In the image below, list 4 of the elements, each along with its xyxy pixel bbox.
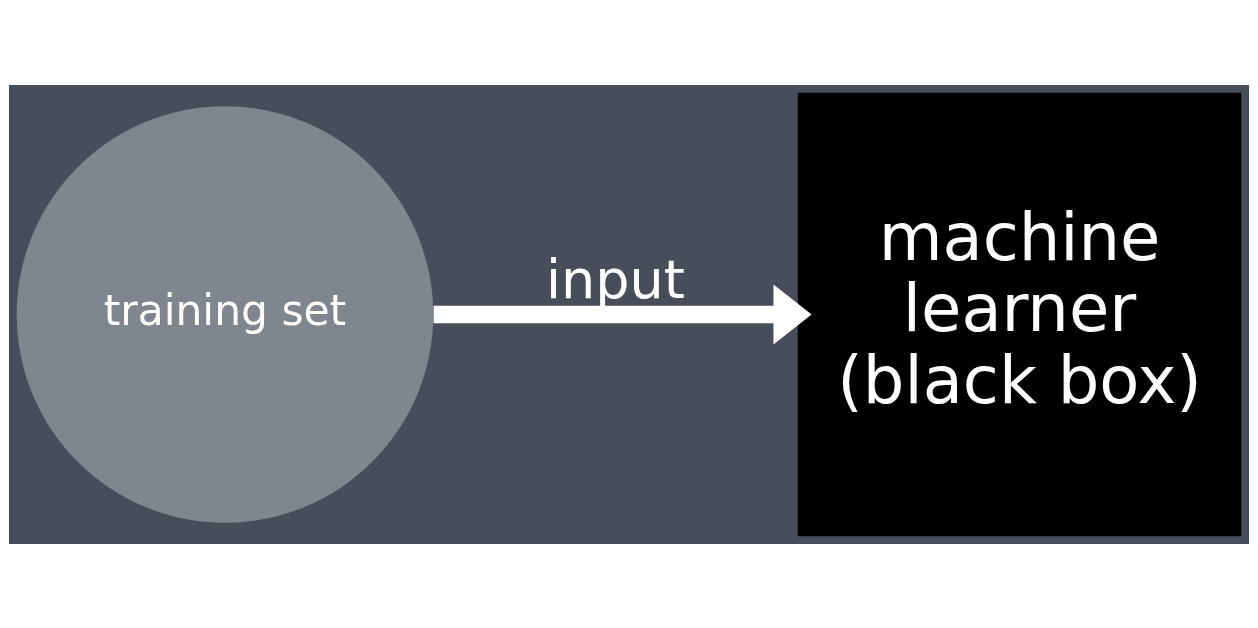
edge-label: input (546, 247, 685, 311)
node-box: machine learner (black box) (797, 92, 1242, 536)
arrow (433, 283, 812, 345)
node-circle: training set (16, 105, 434, 523)
